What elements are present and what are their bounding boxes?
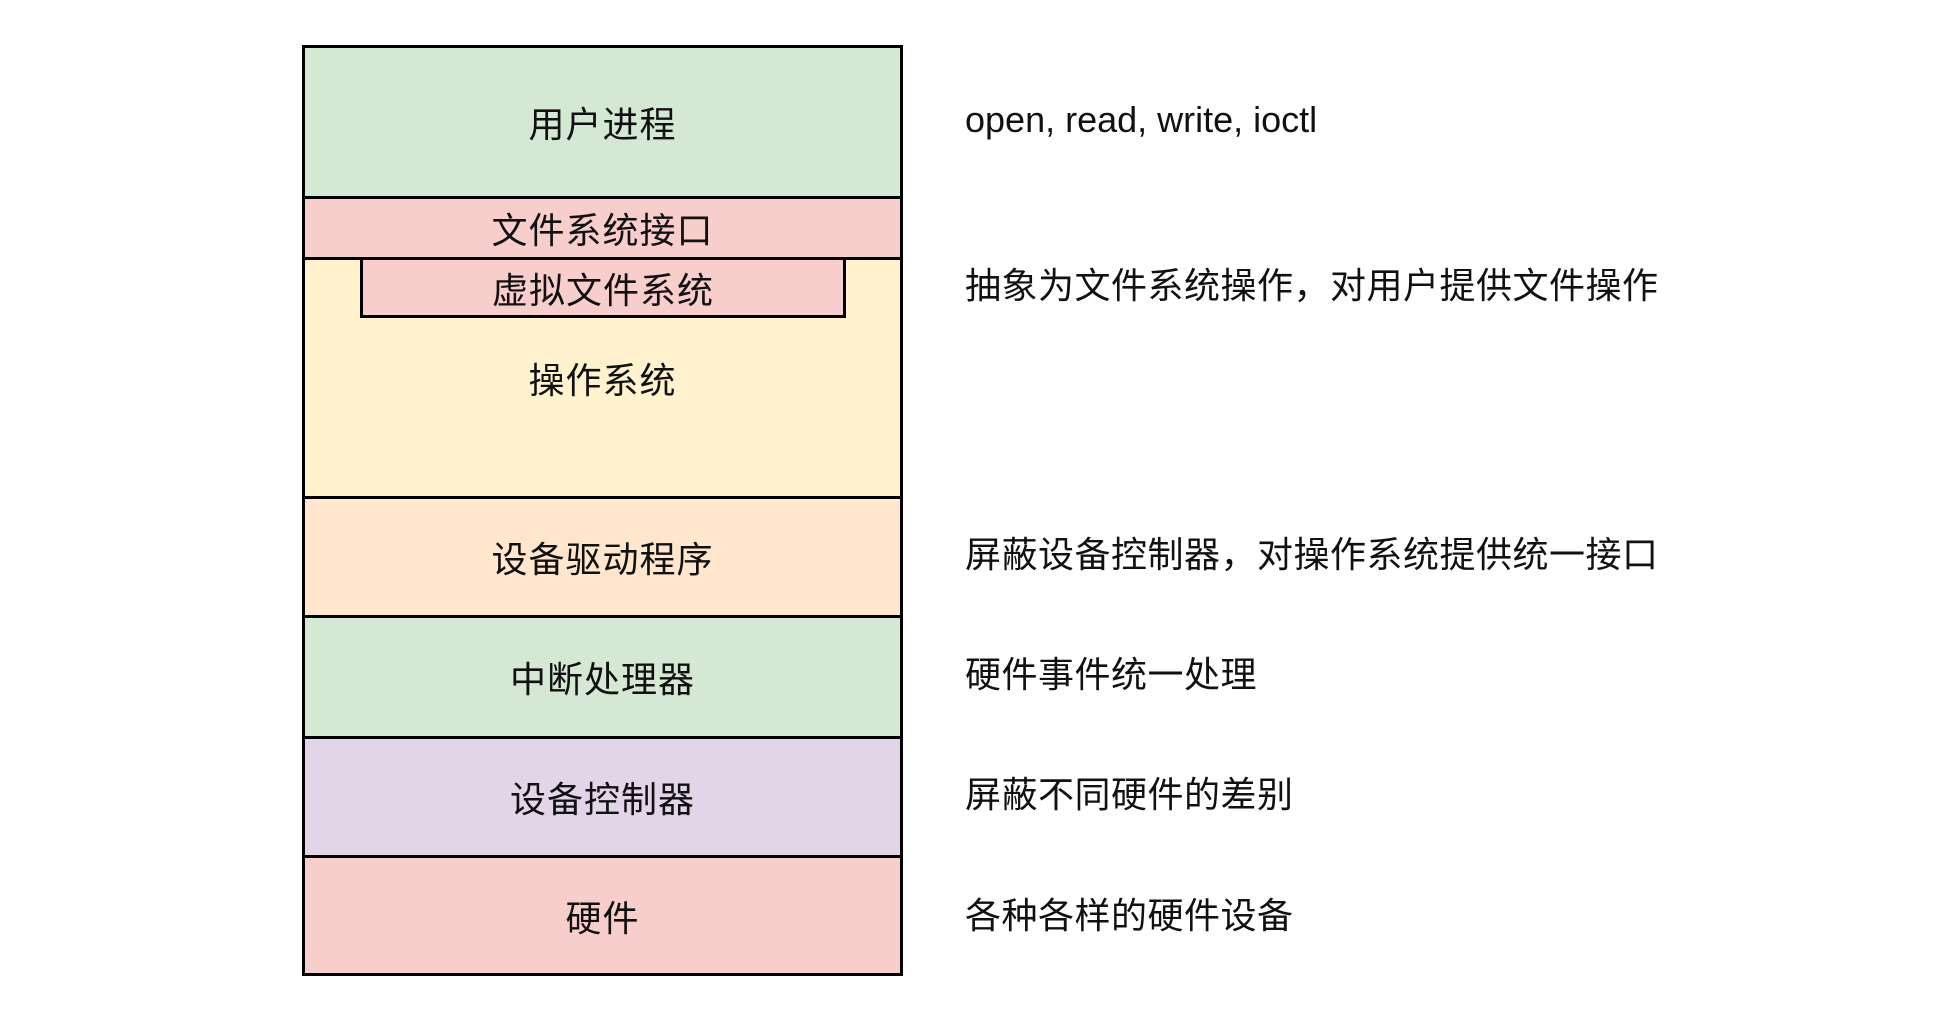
annotation-hardware: 各种各样的硬件设备 [965,895,1294,936]
layer-interrupt-handler: 中断处理器 [305,615,900,736]
layer-device-controller: 设备控制器 [305,736,900,855]
layer-virtual-file-system: 虚拟文件系统 [360,260,846,318]
annotation-user-process-syscalls: open, read, write, ioctl [965,99,1318,140]
layer-user-process: 用户进程 [305,48,900,196]
layer-hardware: 硬件 [305,855,900,973]
layer-operating-system-label: 操作系统 [528,360,677,401]
annotation-interrupt-handler: 硬件事件统一处理 [965,654,1258,695]
layer-interrupt-handler-label: 中断处理器 [509,659,695,700]
layer-device-controller-label: 设备控制器 [509,779,695,820]
layer-hardware-label: 硬件 [565,897,640,939]
annotation-device-driver: 屏蔽设备控制器，对操作系统提供统一接口 [965,534,1659,575]
layer-user-process-label: 用户进程 [528,104,677,145]
layer-file-system-interface-label: 文件系统接口 [491,210,714,251]
layer-device-driver-label: 设备驱动程序 [491,539,714,580]
layer-virtual-file-system-label: 虚拟文件系统 [491,269,714,311]
annotation-virtual-file-system: 抽象为文件系统操作，对用户提供文件操作 [965,265,1659,306]
layer-stack: 用户进程 文件系统接口 虚拟文件系统 操作系统 设备驱动程序 中断处理器 设备控… [302,45,903,976]
layer-device-driver: 设备驱动程序 [305,496,900,615]
annotation-device-controller: 屏蔽不同硬件的差别 [965,774,1294,815]
layer-file-system-interface: 文件系统接口 [305,196,900,257]
layer-operating-system: 虚拟文件系统 操作系统 [305,257,900,496]
